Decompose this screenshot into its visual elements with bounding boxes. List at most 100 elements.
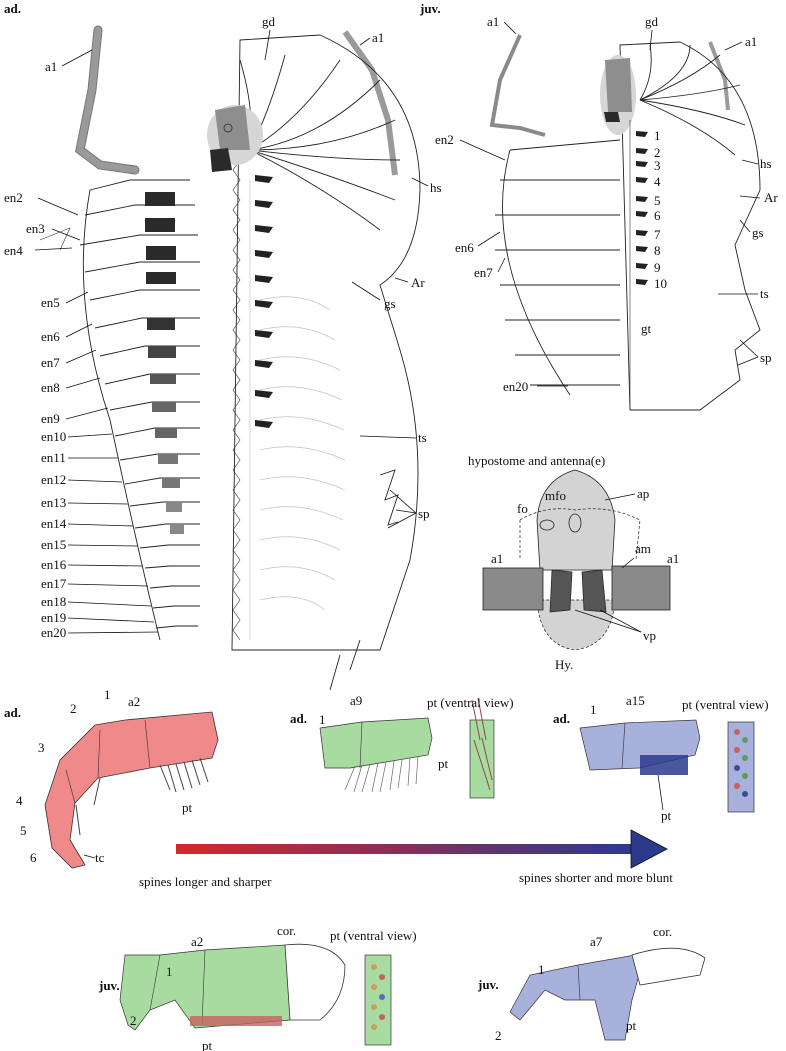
a2-seg-1: 1: [104, 687, 111, 702]
label-en2: en2: [4, 190, 23, 205]
a9-stage: ad.: [290, 711, 307, 726]
a9-pt-view: pt (ventral view): [427, 695, 514, 710]
juv-a7-seg-2: 2: [495, 1028, 502, 1043]
juv-a2-pt-view: pt (ventral view): [330, 928, 417, 943]
juv-num-3: 3: [654, 158, 661, 173]
juv-a2-cor: cor.: [277, 923, 296, 938]
juv-a7-stage: juv.: [477, 977, 499, 992]
a2-title: a2: [128, 694, 140, 709]
a15-adult-limb: a15 ad. 1 pt pt (ventral view): [553, 693, 769, 823]
hypostome-dashed-outline: [519, 508, 641, 561]
a9-setae: [344, 755, 419, 793]
label-sp: sp: [418, 506, 430, 521]
a2-seg-2: 2: [70, 701, 77, 716]
hypo-label-vp: vp: [643, 628, 656, 643]
juv-numbered-limbs: [636, 131, 648, 285]
hypo-label-mfo: mfo: [545, 488, 566, 503]
adult-setae-blocks: [145, 192, 184, 534]
label-en12: en12: [41, 472, 66, 487]
juv-num-8: 8: [654, 243, 661, 258]
hypostome-panel: hypostome and antenna(e) mfo fo ap am a1…: [468, 453, 679, 672]
juv-num-2: 2: [654, 145, 661, 160]
a15-pt-view: pt (ventral view): [682, 697, 769, 712]
juv-num-1: 1: [654, 128, 661, 143]
adult-midline-serration: [232, 149, 241, 641]
a2-spines: [75, 757, 209, 836]
hypostome-right-antenna: [611, 565, 671, 611]
juv-trunk-shield: [619, 41, 761, 411]
juv-label-ts: ts: [760, 286, 769, 301]
a9-title: a9: [350, 693, 362, 708]
juv-right-antenna: [708, 41, 730, 111]
juv-label-en7: en7: [474, 265, 493, 280]
juvenile-panel: juv.: [419, 1, 778, 411]
juv-gut-diverticula: [639, 44, 746, 156]
juv-num-7: 7: [654, 227, 661, 242]
juv-label-a1-left: a1: [487, 14, 499, 29]
hypostome-left-antenna: [482, 567, 544, 611]
hypo-label-ap: ap: [637, 486, 649, 501]
a2-tc: tc: [95, 850, 105, 865]
a2-seg-5: 5: [20, 823, 27, 838]
a15-pt-dots: [734, 729, 748, 797]
juv-label-ar: Ar: [764, 190, 778, 205]
juv-label-a1-right: a1: [745, 34, 757, 49]
juv-a7-cor: cor.: [653, 924, 672, 939]
label-en20: en20: [41, 625, 66, 640]
label-en8: en8: [41, 380, 60, 395]
hypo-label-am: am: [635, 541, 651, 556]
label-gd: gd: [262, 14, 276, 29]
juv-a2-seg-2: 2: [130, 1013, 137, 1028]
a2-seg-4: 4: [16, 793, 23, 808]
adult-gut-segments: [259, 296, 346, 611]
label-en11: en11: [41, 450, 66, 465]
a15-pt: pt: [661, 808, 672, 823]
hypo-label-a1-right: a1: [667, 551, 679, 566]
label-en3: en3: [26, 221, 45, 236]
a9-adult-limb: a9 ad. 1 pt pt (ventral view): [290, 693, 514, 799]
juv-num-10: 10: [654, 276, 667, 291]
adult-right-antenna: [342, 30, 398, 176]
label-en15: en15: [41, 537, 66, 552]
label-a1-left: a1: [45, 59, 57, 74]
a2-seg-6: 6: [30, 850, 37, 865]
a2-stage: ad.: [4, 705, 21, 720]
juv-head: [600, 55, 636, 135]
a15-title: a15: [626, 693, 645, 708]
juv-label-sp: sp: [760, 350, 772, 365]
gradient-right-label: spines shorter and more blunt: [519, 870, 673, 885]
juv-label-en20: en20: [503, 379, 528, 394]
a15-stage: ad.: [553, 711, 570, 726]
juv-num-4: 4: [654, 174, 661, 189]
label-en18: en18: [41, 594, 66, 609]
a9-seg-1: 1: [319, 712, 326, 727]
hypo-label-fo: fo: [517, 501, 528, 516]
hypo-label-hy: Hy.: [555, 657, 573, 672]
juv-label-gt: gt: [641, 321, 652, 336]
a15-seg-1: 1: [590, 702, 597, 717]
juv-num-9: 9: [654, 260, 661, 275]
juv-num-6: 6: [654, 208, 661, 223]
hypostome-fo: [539, 519, 555, 531]
a9-pt: pt: [438, 756, 449, 771]
hypostome-ventral-plates: [549, 569, 607, 613]
spine-gradient-arrow: spines longer and sharper spines shorter…: [139, 829, 673, 889]
gradient-left-label: spines longer and sharper: [139, 874, 272, 889]
label-en6: en6: [41, 329, 60, 344]
label-hs: hs: [430, 180, 442, 195]
adult-left-antenna: [75, 25, 140, 175]
juv-a7-title: a7: [590, 934, 603, 949]
juvenile-title: juv.: [419, 1, 441, 16]
juv-a2-seg-1: 1: [166, 964, 173, 979]
a15-spine-row: [640, 755, 688, 775]
a2-pt: pt: [182, 800, 193, 815]
adult-head: [207, 105, 263, 172]
juv-a2-stage: juv.: [98, 978, 120, 993]
label-ts: ts: [418, 430, 427, 445]
juv-label-gd: gd: [645, 14, 659, 29]
adult-panel: ad.: [4, 1, 442, 691]
hypostome-anterior-plate: [536, 469, 616, 571]
label-en13: en13: [41, 495, 66, 510]
adult-marginal-spines: [329, 469, 399, 691]
